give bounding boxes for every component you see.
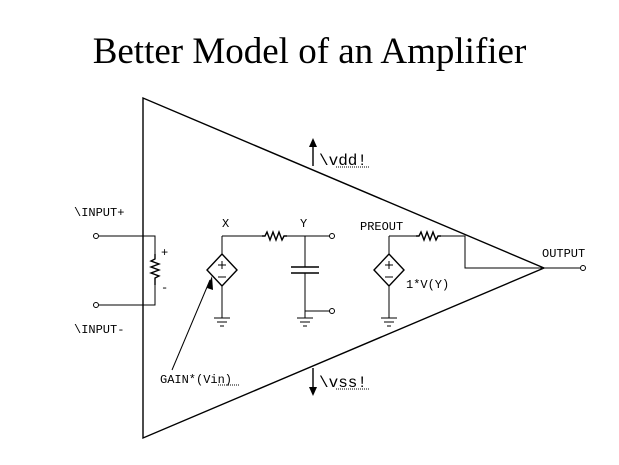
- vdd-arrow-up-icon: [309, 138, 317, 166]
- output-terminal-icon: [580, 265, 586, 271]
- page-title: Better Model of an Amplifier: [92, 31, 527, 72]
- output-resistor-icon: [416, 230, 441, 242]
- output-label: OUTPUT: [542, 247, 585, 261]
- input-plus-terminal-icon: [93, 233, 99, 239]
- input-resistor-icon: [149, 254, 161, 285]
- node-y-terminal-icon: [329, 233, 335, 239]
- input-minus-sign: -: [161, 281, 168, 295]
- buffer-dependent-source-icon: [373, 252, 405, 288]
- input-plus-sign: +: [161, 246, 168, 260]
- preout-label: PREOUT: [360, 220, 403, 234]
- output-wire: [441, 235, 542, 269]
- gain-pointer-arrowhead-icon: [207, 276, 213, 290]
- input-minus-label: \INPUT-: [74, 323, 124, 337]
- amplifier-triangle-icon: [142, 96, 546, 440]
- buffer-ground-icon: [381, 317, 397, 327]
- gain-ground-icon: [214, 317, 230, 327]
- vdd-label: \vdd!: [319, 152, 367, 170]
- input-plus-wire: [99, 235, 156, 254]
- input-minus-terminal-icon: [93, 302, 99, 308]
- capacitor-ground-icon: [297, 317, 313, 327]
- vss-arrow-down-icon: [309, 368, 317, 396]
- input-plus-label: \INPUT+: [74, 206, 124, 220]
- series-resistor-icon: [262, 230, 287, 242]
- gain-label: GAIN*(Vin): [160, 373, 232, 387]
- node-y-label: Y: [300, 217, 307, 231]
- vss-label: \vss!: [319, 374, 367, 392]
- capacitor-terminal-icon: [329, 308, 335, 314]
- gain-pointer-line: [171, 279, 211, 371]
- buffer-label: 1*V(Y): [406, 278, 449, 292]
- node-x-label: X: [222, 217, 229, 231]
- input-minus-wire: [99, 285, 156, 306]
- capacitor-icon: [291, 266, 319, 274]
